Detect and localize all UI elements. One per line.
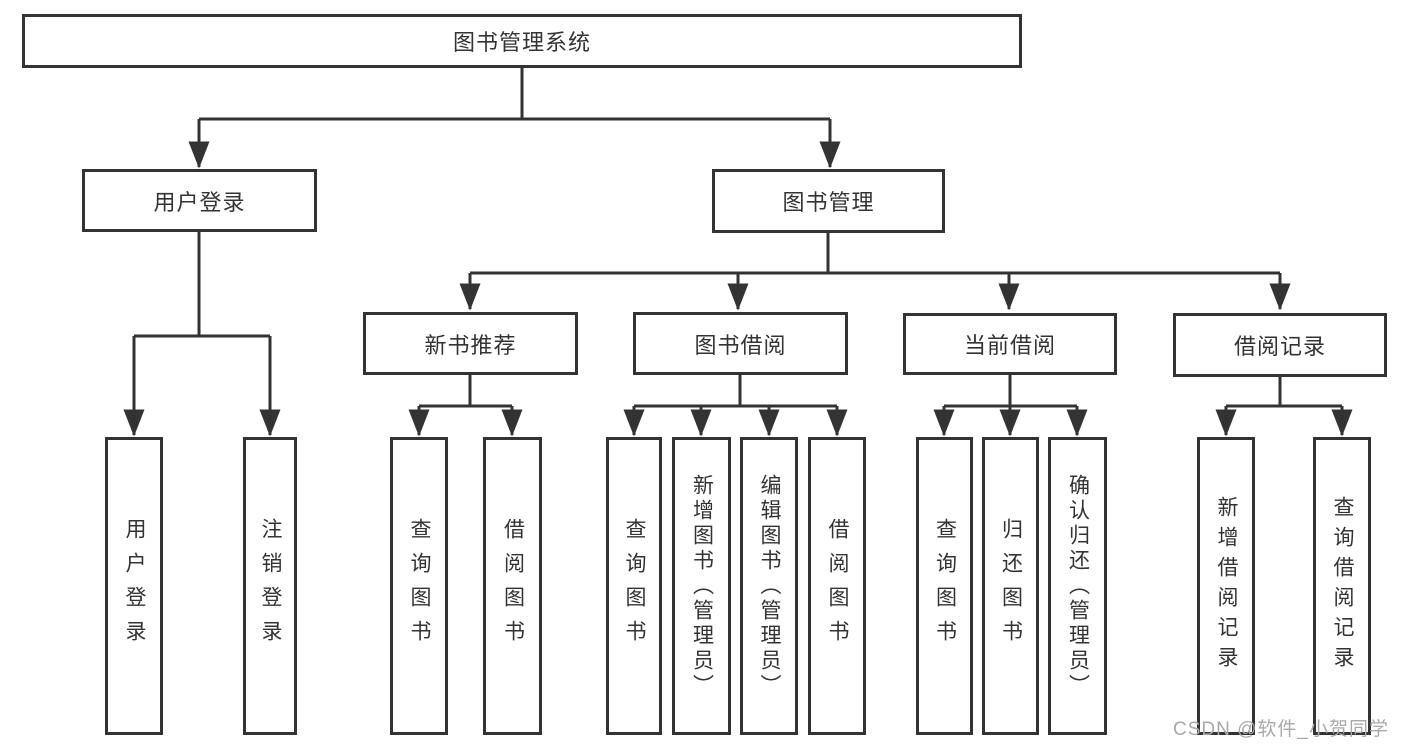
node-book-borrow-label: 图书借阅 — [694, 332, 787, 358]
node-book-management-label: 图书管理 — [782, 190, 875, 215]
leaf-user-login: 用户登录 — [105, 437, 163, 735]
leaf-query-books-recommend: 查询图书 — [390, 437, 448, 735]
csdn-watermark: CSDN @软件_小贺同学 — [1173, 719, 1389, 740]
leaf-query-books-current: 查询图书 — [916, 437, 973, 735]
leaf-return-books: 归还图书 — [982, 437, 1039, 735]
node-book-borrow: 图书借阅 — [633, 312, 848, 375]
node-new-book-recommend: 新书推荐 — [363, 312, 578, 375]
leaf-query-borrow-record: 查询借阅记录 — [1313, 437, 1371, 735]
node-book-management: 图书管理 — [712, 169, 945, 233]
node-user-login-label: 用户登录 — [153, 189, 246, 215]
node-borrow-records: 借阅记录 — [1173, 313, 1387, 377]
node-new-book-recommend-label: 新书推荐 — [424, 332, 517, 358]
leaf-query-books-borrow: 查询图书 — [606, 437, 662, 735]
node-root: 图书管理系统 — [22, 14, 1022, 68]
node-current-borrow: 当前借阅 — [903, 313, 1117, 375]
leaf-borrow-books-recommend: 借阅图书 — [483, 437, 542, 735]
leaf-borrow-books: 借阅图书 — [808, 437, 866, 735]
leaf-add-borrow-record: 新增借阅记录 — [1197, 437, 1255, 735]
node-root-label: 图书管理系统 — [452, 30, 591, 55]
leaf-logout: 注销登录 — [243, 437, 297, 735]
node-user-login: 用户登录 — [82, 169, 317, 232]
node-current-borrow-label: 当前借阅 — [963, 333, 1056, 358]
leaf-add-books-admin: 新增图书（管理员） — [672, 437, 731, 735]
leaf-confirm-return-admin: 确认归还（管理员） — [1048, 437, 1107, 735]
node-borrow-records-label: 借阅记录 — [1233, 334, 1326, 359]
leaf-edit-books-admin: 编辑图书（管理员） — [740, 437, 798, 735]
